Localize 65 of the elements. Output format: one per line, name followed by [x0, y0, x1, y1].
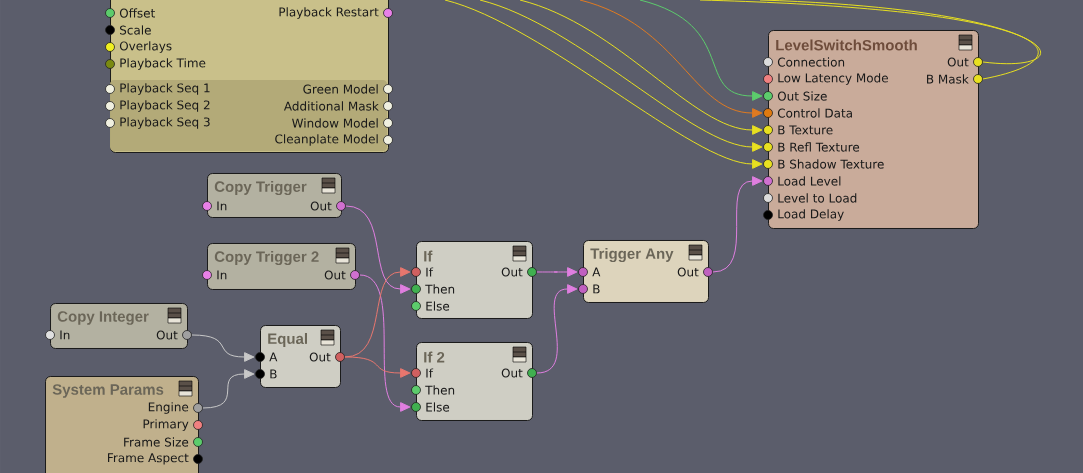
node-label: Control Data	[777, 108, 852, 118]
node-label: Load Level	[778, 176, 841, 186]
connector	[536, 267, 578, 277]
node-label: Connection	[777, 57, 845, 67]
node-label: Offset	[119, 8, 155, 18]
node-label: Scale	[120, 25, 151, 35]
node-label: Then	[425, 385, 455, 395]
node-label: B	[270, 369, 277, 379]
connector	[579, 0, 763, 118]
port: Scale	[105, 25, 151, 35]
port: Green Model	[303, 84, 393, 94]
port: Cleanplate Model	[275, 134, 393, 146]
node-label: In	[217, 270, 227, 280]
node-label: Else	[426, 301, 450, 311]
connector	[202, 369, 255, 409]
connector	[712, 176, 763, 273]
node-label: Engine	[148, 402, 189, 414]
node-label: B	[593, 284, 600, 294]
node-label: Green Model	[303, 84, 378, 94]
node-label: Else	[426, 402, 450, 412]
connector	[639, 0, 763, 101]
node-label: Load Delay	[778, 209, 844, 221]
node-label: A	[592, 267, 601, 277]
port: Overlays	[105, 41, 172, 53]
connector	[519, 0, 763, 135]
port: Offset	[105, 8, 155, 18]
port: Playback Seq 3	[105, 117, 210, 129]
connector	[444, 0, 763, 169]
node-box	[110, 0, 389, 153]
node-label: Out	[947, 57, 969, 67]
node-label: Out	[156, 330, 178, 340]
node-label: Frame Size	[124, 437, 189, 447]
connector	[191, 334, 255, 362]
node-label: Primary	[143, 419, 189, 431]
port: Playback Seq 2	[105, 100, 210, 112]
connector	[359, 274, 411, 412]
connector	[344, 356, 411, 378]
node-label: If	[426, 267, 434, 277]
connector	[479, 0, 763, 152]
node-label: Out	[501, 267, 523, 277]
node-label: Level to Load	[778, 193, 857, 203]
node-label: Out	[501, 368, 523, 378]
node-label: B Mask	[927, 74, 969, 84]
node-label: Out	[677, 267, 699, 277]
node-label: B Refl Texture	[778, 142, 860, 152]
port: Playback Time	[105, 58, 206, 70]
connector	[345, 205, 411, 294]
port: Window Model	[292, 118, 393, 128]
node-label: In	[217, 201, 227, 211]
node-label: Then	[425, 284, 455, 294]
node-label: Out Size	[777, 91, 827, 101]
node-label: In	[60, 330, 70, 340]
port: Additional Mask	[283, 101, 393, 111]
port: Playback Restart	[279, 7, 393, 19]
node-label: Overlays	[119, 41, 172, 53]
node-label: Out	[309, 352, 331, 362]
port: Playback Seq 1	[105, 83, 210, 95]
node-label: Out	[310, 201, 332, 211]
node-label: Out	[324, 270, 346, 280]
connector	[759, 0, 1041, 65]
connector	[536, 284, 578, 374]
connector	[699, 0, 1039, 80]
node-label: B Texture	[778, 125, 833, 135]
node-label: If	[426, 368, 434, 378]
node-label: A	[269, 352, 278, 362]
